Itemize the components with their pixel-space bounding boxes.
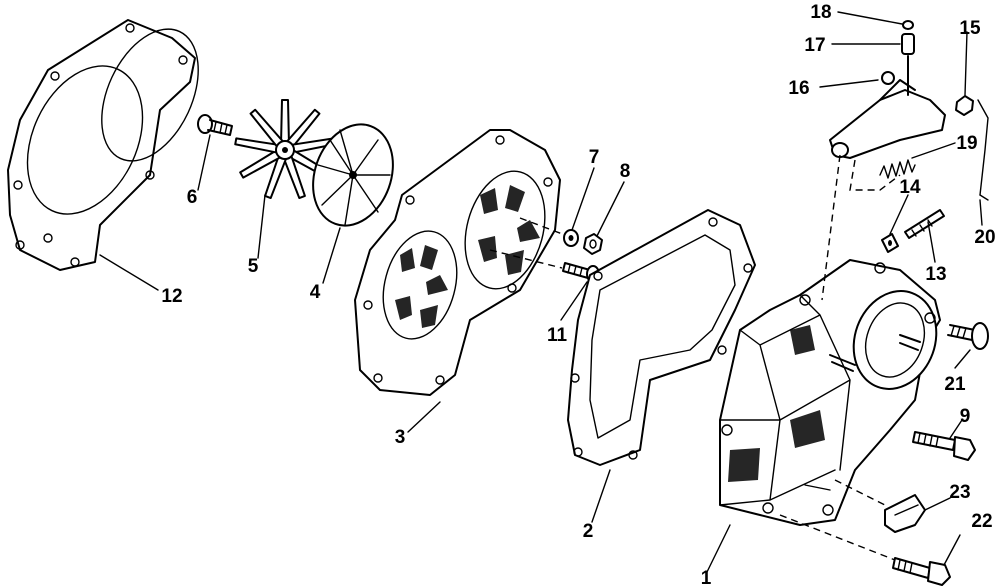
callout-3: 3 xyxy=(395,427,406,448)
callout-4: 4 xyxy=(310,282,321,303)
part-18-retainer xyxy=(902,20,914,30)
callout-13: 13 xyxy=(925,264,946,285)
part-19-spring xyxy=(879,159,916,179)
part-14-fitting xyxy=(881,233,899,253)
part-16-lever-arm xyxy=(829,71,946,159)
callout-5: 5 xyxy=(248,256,259,277)
callout-15: 15 xyxy=(959,18,981,39)
part-15-nut xyxy=(955,95,974,116)
callout-14: 14 xyxy=(899,177,921,198)
part-17-sleeve xyxy=(901,33,915,96)
part-5-impeller xyxy=(234,99,336,200)
callout-8: 8 xyxy=(620,161,631,182)
callout-11: 11 xyxy=(547,325,568,346)
part-21-bolt xyxy=(947,322,989,350)
callout-21: 21 xyxy=(944,374,966,395)
part-6-screw xyxy=(197,114,233,136)
callout-23: 23 xyxy=(949,482,970,503)
part-22-bolt xyxy=(892,557,951,586)
part-8-nut xyxy=(583,233,603,255)
part-13-screw xyxy=(904,209,945,239)
part-9-bolt xyxy=(912,431,976,461)
callout-18: 18 xyxy=(810,2,831,23)
callout-1: 1 xyxy=(701,568,712,586)
callout-22: 22 xyxy=(971,511,992,532)
callout-20: 20 xyxy=(974,227,995,248)
callout-9: 9 xyxy=(960,406,971,427)
callout-17: 17 xyxy=(804,35,825,56)
part-7-washer xyxy=(563,229,579,247)
callout-16: 16 xyxy=(788,78,809,99)
part-20-link-rod xyxy=(977,99,989,201)
callout-12: 12 xyxy=(161,286,182,307)
callout-19: 19 xyxy=(956,133,977,154)
part-12-gasket xyxy=(7,19,199,271)
leader-lines xyxy=(99,11,983,573)
callout-7: 7 xyxy=(589,147,600,168)
part-1-pump-housing xyxy=(719,259,941,526)
part-4-valve-plate xyxy=(312,123,394,227)
part-2-gasket xyxy=(567,209,756,466)
callout-2: 2 xyxy=(583,521,594,542)
part-23-clip xyxy=(884,494,926,533)
part-3-reed-plate xyxy=(354,129,561,396)
callout-6: 6 xyxy=(187,187,198,208)
